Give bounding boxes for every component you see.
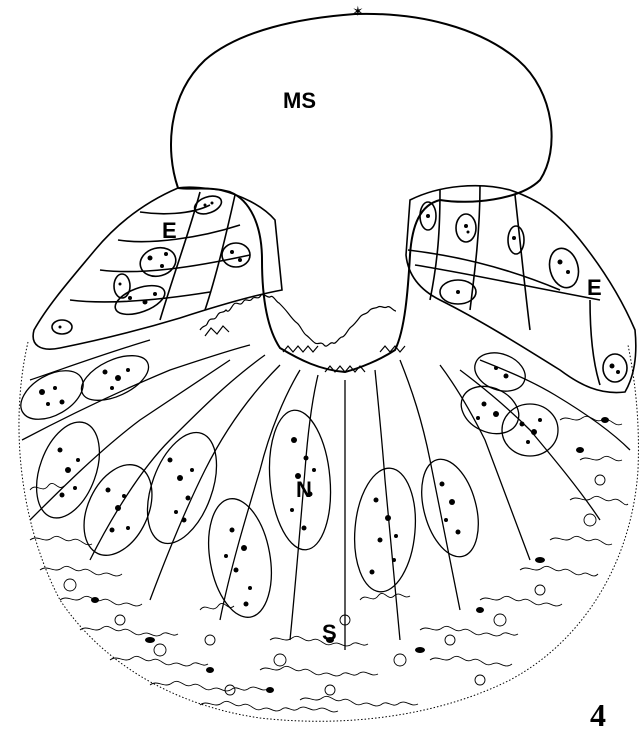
label-e-left: E xyxy=(162,218,177,243)
svg-text:✶: ✶ xyxy=(352,4,364,20)
label-ms: MS xyxy=(283,88,316,113)
star-marker: ✶ xyxy=(352,4,364,20)
figure-number: 4 xyxy=(590,697,606,733)
epithelial-cells-left xyxy=(33,187,282,349)
labels: MS E E N S 4 xyxy=(162,88,606,733)
label-s: S xyxy=(322,620,337,645)
stroma-tissue xyxy=(30,416,628,712)
columnar-cells xyxy=(13,340,630,650)
label-n: N xyxy=(296,477,312,502)
label-e-right: E xyxy=(587,275,602,300)
nuclear-chromatin-dots xyxy=(39,366,542,607)
